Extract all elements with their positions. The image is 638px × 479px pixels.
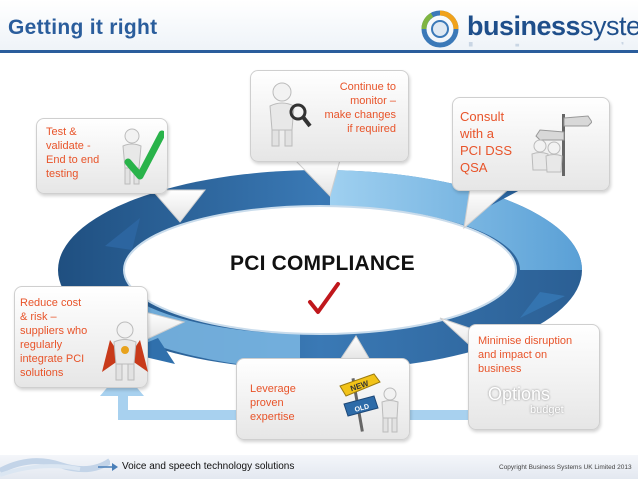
- arrow-icon: [105, 218, 140, 250]
- magnifier-figure-icon: [269, 82, 312, 147]
- footer-copyright: Copyright Business Systems UK Limited 20…: [499, 464, 632, 471]
- callout-consult-qsa: [452, 97, 610, 191]
- check-figure-icon: [122, 128, 164, 185]
- callout-leverage: [236, 358, 410, 440]
- budget-label: budget: [530, 404, 564, 416]
- arrow-icon: [520, 292, 565, 318]
- signpost-figure-icon: [531, 114, 592, 176]
- options-label: Options: [488, 384, 551, 404]
- slide-title: Getting it right: [8, 16, 158, 39]
- header-divider: [0, 50, 638, 53]
- sign-old-text: OLD: [354, 403, 370, 413]
- superhero-figure-icon: [102, 321, 148, 381]
- callout-test-validate: [36, 118, 168, 194]
- arrow-icon: [124, 338, 175, 364]
- check-mark-icon: [308, 282, 340, 314]
- header-band: [0, 0, 638, 52]
- swirl-icon: [0, 458, 110, 477]
- callout-minimise: [468, 324, 600, 430]
- logo-icon: [421, 10, 459, 48]
- footer-tagline: Voice and speech technology solutions: [122, 461, 295, 472]
- new-old-sign-icon: NEW OLD: [339, 373, 399, 433]
- pci-compliance-label: PCI COMPLIANCE: [230, 252, 415, 275]
- arrow-icon: [98, 463, 118, 471]
- brand-wordmark: businesssystems: [467, 11, 638, 41]
